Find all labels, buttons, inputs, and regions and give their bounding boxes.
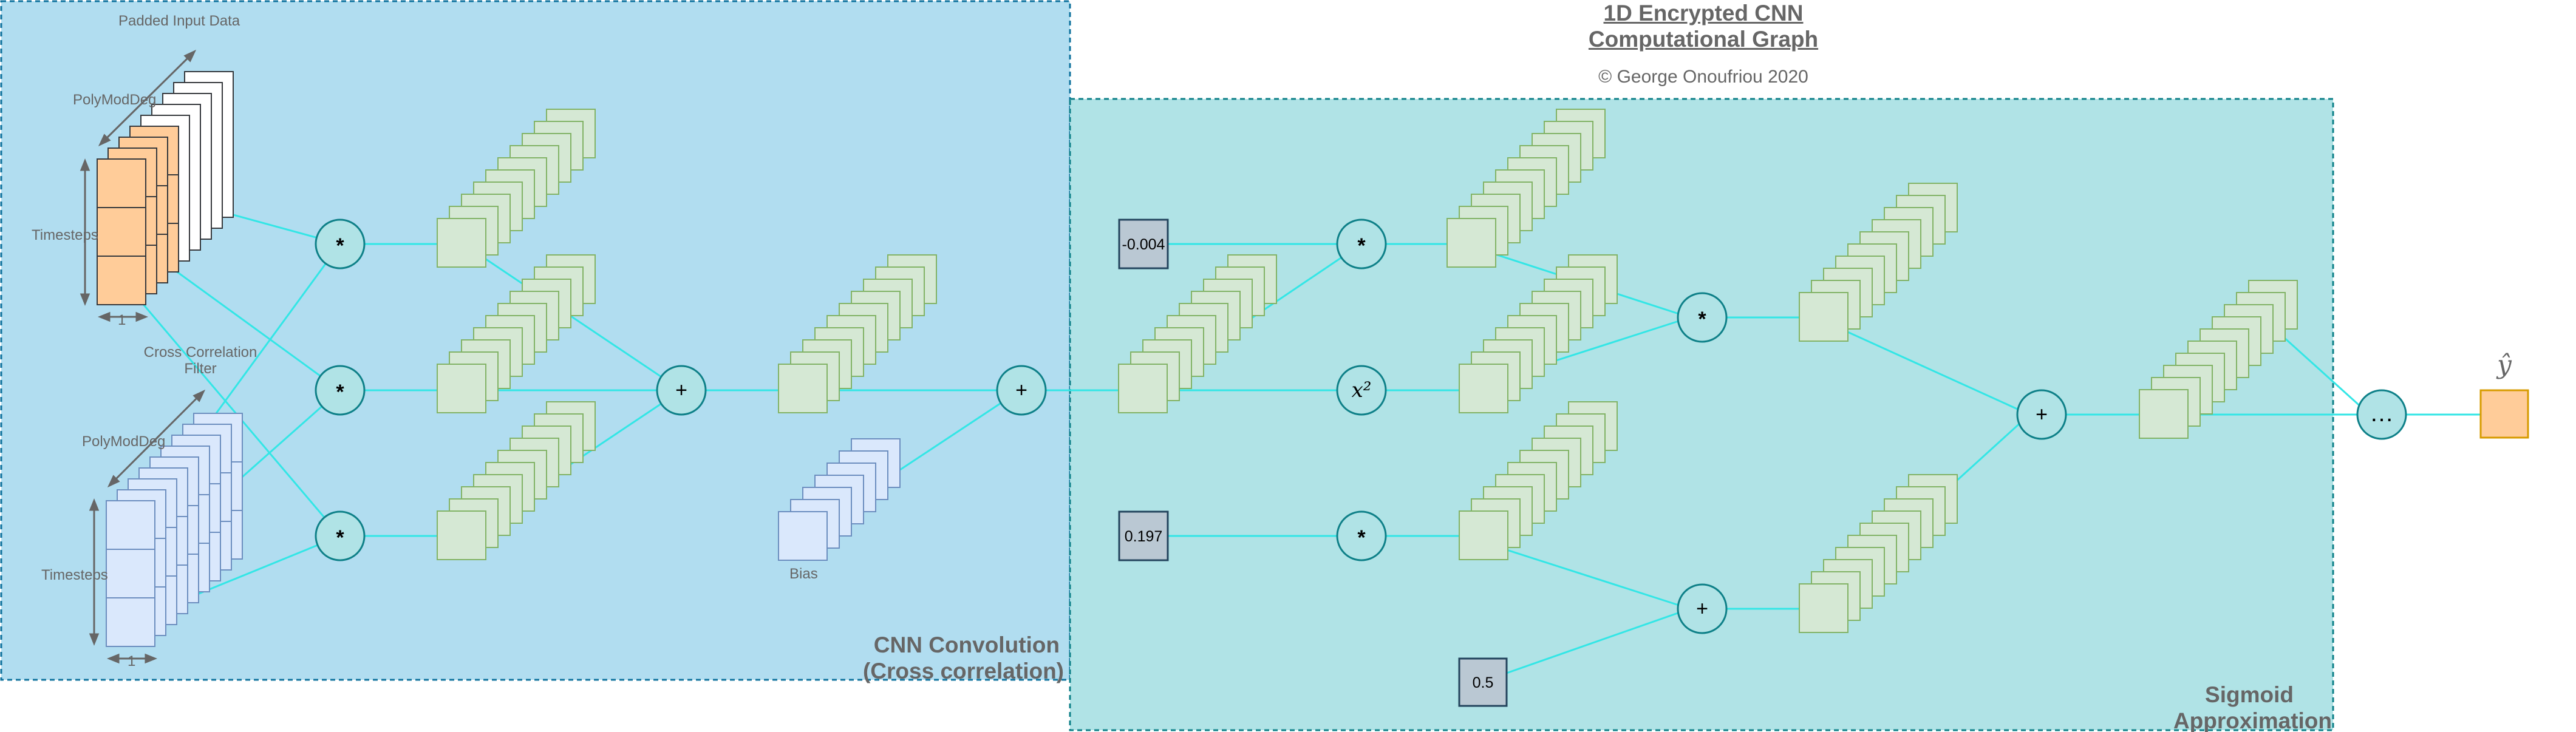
multiply-node bbox=[315, 510, 366, 561]
add-node bbox=[656, 365, 707, 416]
add-node-symbol: + bbox=[2036, 403, 2048, 426]
multiply-node bbox=[1677, 292, 1728, 343]
multiply-node-symbol: * bbox=[336, 526, 344, 549]
constant-box bbox=[1118, 219, 1169, 269]
filter-label: Cross Correlation bbox=[144, 344, 257, 361]
polymoddeg-label-filter: PolyModDeg bbox=[82, 433, 165, 450]
padded-input-data-label: Padded Input Data bbox=[118, 13, 240, 29]
tensor-square bbox=[437, 218, 486, 268]
bias-square bbox=[778, 511, 828, 561]
sigmoid-region-label: Sigmoid bbox=[2205, 682, 2294, 707]
polymoddeg-label-data: PolyModDeg bbox=[73, 92, 156, 108]
multiply-node bbox=[1336, 510, 1387, 561]
constant-0-5: 0.5 bbox=[1473, 674, 1494, 691]
multiply-node-symbol: * bbox=[336, 234, 344, 257]
sigmoid-region-sublabel: Approximation bbox=[2173, 708, 2332, 732]
add-node bbox=[2016, 389, 2067, 440]
constant-neg-0-004: -0.004 bbox=[1122, 236, 1165, 253]
multiply-node bbox=[315, 365, 366, 416]
multiply-node-symbol: * bbox=[1357, 234, 1366, 257]
constant-box bbox=[1118, 510, 1169, 561]
output-box bbox=[2479, 389, 2529, 439]
add-node-symbol: + bbox=[1015, 379, 1027, 402]
tensor-stacks bbox=[437, 109, 2298, 633]
tensor-square bbox=[1459, 510, 1508, 560]
title-line-2: Computational Graph bbox=[1588, 27, 1819, 52]
width-label-data: 1 bbox=[118, 312, 126, 328]
tensor-square bbox=[1118, 364, 1168, 413]
constant-0-197: 0.197 bbox=[1125, 528, 1163, 545]
edge bbox=[2282, 336, 2371, 416]
edge bbox=[1815, 316, 2030, 416]
ellipsis-node-symbol: … bbox=[2370, 400, 2394, 427]
bias-label: Bias bbox=[789, 566, 818, 582]
timesteps-label-data: Timesteps bbox=[32, 227, 98, 243]
output-label: ŷ bbox=[2496, 350, 2512, 379]
multiply-node-symbol: * bbox=[1357, 526, 1366, 549]
cross-correlation-filter bbox=[106, 413, 243, 647]
tensor-square bbox=[1799, 583, 1849, 633]
tensor-square bbox=[1459, 364, 1508, 413]
add-node-symbol: + bbox=[675, 379, 687, 402]
tensor-square bbox=[1446, 218, 1496, 268]
multiply-node-symbol: * bbox=[1698, 308, 1706, 331]
square-node bbox=[1336, 365, 1387, 416]
tensor-square bbox=[778, 364, 828, 413]
add-node-symbol: + bbox=[1696, 597, 1708, 620]
tensor-square bbox=[437, 364, 486, 413]
padded-input-data bbox=[97, 71, 234, 305]
copyright: © George Onoufriou 2020 bbox=[1598, 67, 1808, 87]
multiply-node bbox=[315, 219, 366, 269]
filter-sublabel: Filter bbox=[184, 361, 216, 377]
constants: -0.004 0.197 0.5 bbox=[1118, 219, 1508, 707]
diagram-title: 1D Encrypted CNN Computational Graph bbox=[1521, 0, 1886, 52]
filter-layer bbox=[106, 500, 155, 647]
input-layer bbox=[97, 158, 146, 305]
edge bbox=[123, 282, 341, 537]
edge bbox=[1504, 608, 1691, 675]
operator-nodes: * * * + + * x² * * + + … bbox=[315, 219, 2407, 634]
constant-box bbox=[1458, 657, 1508, 707]
tensor-square bbox=[437, 510, 486, 560]
add-node bbox=[1677, 583, 1728, 634]
timesteps-label-filter: Timesteps bbox=[41, 567, 108, 583]
edge bbox=[463, 243, 682, 391]
title-line-1: 1D Encrypted CNN bbox=[1603, 1, 1804, 25]
width-label-filter: 1 bbox=[128, 653, 135, 669]
tensor-square bbox=[1799, 292, 1849, 342]
dimension-arrows bbox=[80, 49, 206, 664]
add-node bbox=[996, 365, 1047, 416]
multiply-node-symbol: * bbox=[336, 381, 344, 404]
multiply-node bbox=[1336, 219, 1387, 269]
convolution-region-sublabel: (Cross correlation) bbox=[863, 659, 1064, 683]
square-node-symbol: x² bbox=[1352, 378, 1372, 402]
convolution-region-label: CNN Convolution bbox=[874, 632, 1060, 657]
tensor-square bbox=[2139, 389, 2189, 439]
output: ŷ bbox=[2479, 350, 2529, 439]
ellipsis-node bbox=[2356, 389, 2407, 440]
